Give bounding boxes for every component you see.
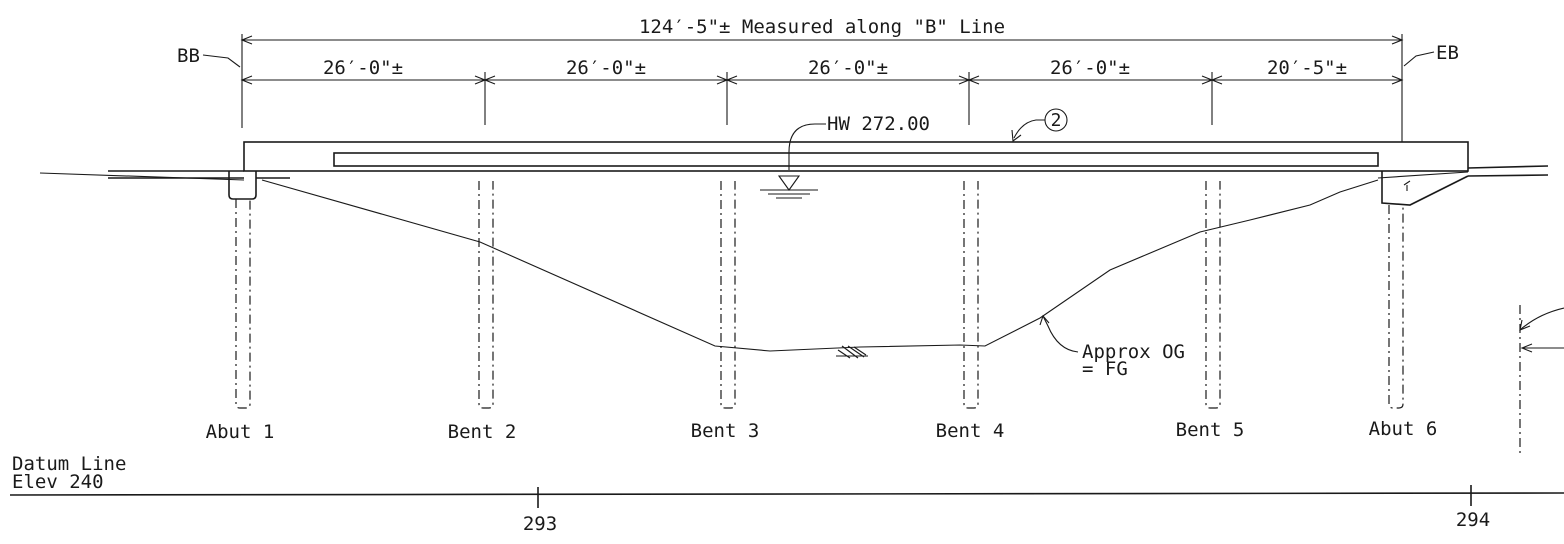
high-water-symbol: [760, 123, 826, 199]
ground-note-line2: = FG: [1082, 358, 1128, 380]
span-dimension-4: 26′-0"±: [1050, 57, 1130, 79]
bb-label: BB: [177, 45, 200, 67]
eb-label: EB: [1436, 42, 1459, 64]
support-label-abut-6: Abut 6: [1369, 418, 1438, 440]
eb-leader: EB: [1403, 42, 1459, 67]
datum-label-line1: Datum Line: [12, 453, 126, 475]
overall-dimension-label: 124′-5"± Measured along "B" Line: [639, 16, 1005, 38]
piles: [235, 181, 1404, 409]
datum-line: [9, 492, 1564, 496]
abutment-6-cap: [1377, 171, 1469, 206]
bb-leader: BB: [177, 45, 241, 68]
support-label-abut-1: Abut 1: [206, 421, 275, 443]
span-dimension-3: 26′-0"±: [808, 57, 888, 79]
station-label-294: 294: [1456, 509, 1490, 531]
datum-label-line2: Elev 240: [12, 471, 104, 493]
high-water-label: HW 272.00: [827, 113, 930, 135]
callout-2-number: 2: [1051, 110, 1062, 131]
roadway-profile: [39, 165, 1549, 181]
callout-2: [1011, 108, 1068, 143]
ground-line: [261, 179, 1379, 352]
ground-note-line1: Approx OG: [1082, 341, 1185, 363]
support-label-bent-2: Bent 2: [448, 421, 517, 443]
support-label-bent-4: Bent 4: [936, 420, 1005, 442]
span-dimension-2: 26′-0"±: [566, 57, 646, 79]
abutment-1-cap: [228, 171, 290, 200]
ground-note-leader: [1039, 314, 1079, 353]
bridge-deck: [243, 141, 1469, 172]
support-label-bent-5: Bent 5: [1176, 419, 1245, 441]
station-label-293: 293: [523, 513, 557, 535]
support-label-bent-3: Bent 3: [691, 420, 760, 442]
right-edge-detail: [1519, 305, 1564, 455]
span-dimension-1: 26′-0"±: [323, 57, 403, 79]
span-dimension-5: 20′-5"±: [1267, 57, 1347, 79]
streambed-hatch: [836, 345, 868, 359]
overall-dimension: 124′-5"± Measured along "B" Line: [240, 16, 1404, 45]
span-dimension-line: [240, 72, 1404, 125]
